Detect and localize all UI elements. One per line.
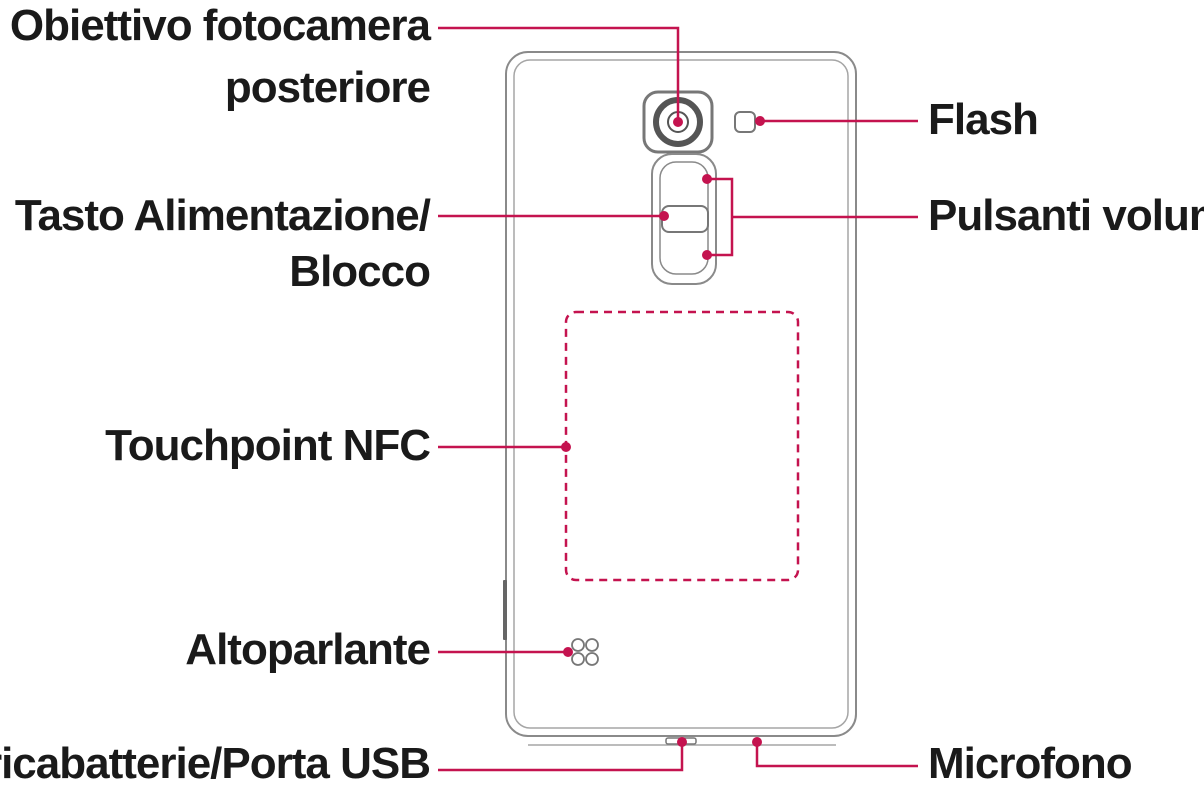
mic-label: Microfono: [928, 739, 1132, 787]
volume-leader: [707, 177, 734, 257]
flash-icon: [734, 111, 756, 133]
camera-leader: [438, 26, 680, 122]
nfc-area-icon: [564, 310, 800, 582]
usb-label: Caricabatterie/Porta USB: [0, 739, 430, 787]
camera-label: Obiettivo fotocamera: [10, 1, 432, 50]
flash-label: Flash: [928, 95, 1038, 144]
phone-body: [503, 51, 857, 746]
power-lock-key-icon: [661, 205, 709, 233]
power-label: Tasto Alimentazione/: [15, 191, 431, 240]
nfc-label: Touchpoint NFC: [105, 421, 430, 470]
mic-leader: [755, 742, 918, 768]
speaker-icon: [571, 638, 599, 666]
rear-keys: [651, 153, 717, 285]
camera-label-line2: posteriore: [225, 63, 430, 112]
usb-leader: [438, 742, 684, 772]
volume-label: Pulsanti volume: [928, 191, 1204, 240]
speaker-label: Altoparlante: [185, 625, 430, 674]
side-key-icon: [503, 580, 507, 640]
power-label-line2: Blocco: [289, 247, 430, 296]
